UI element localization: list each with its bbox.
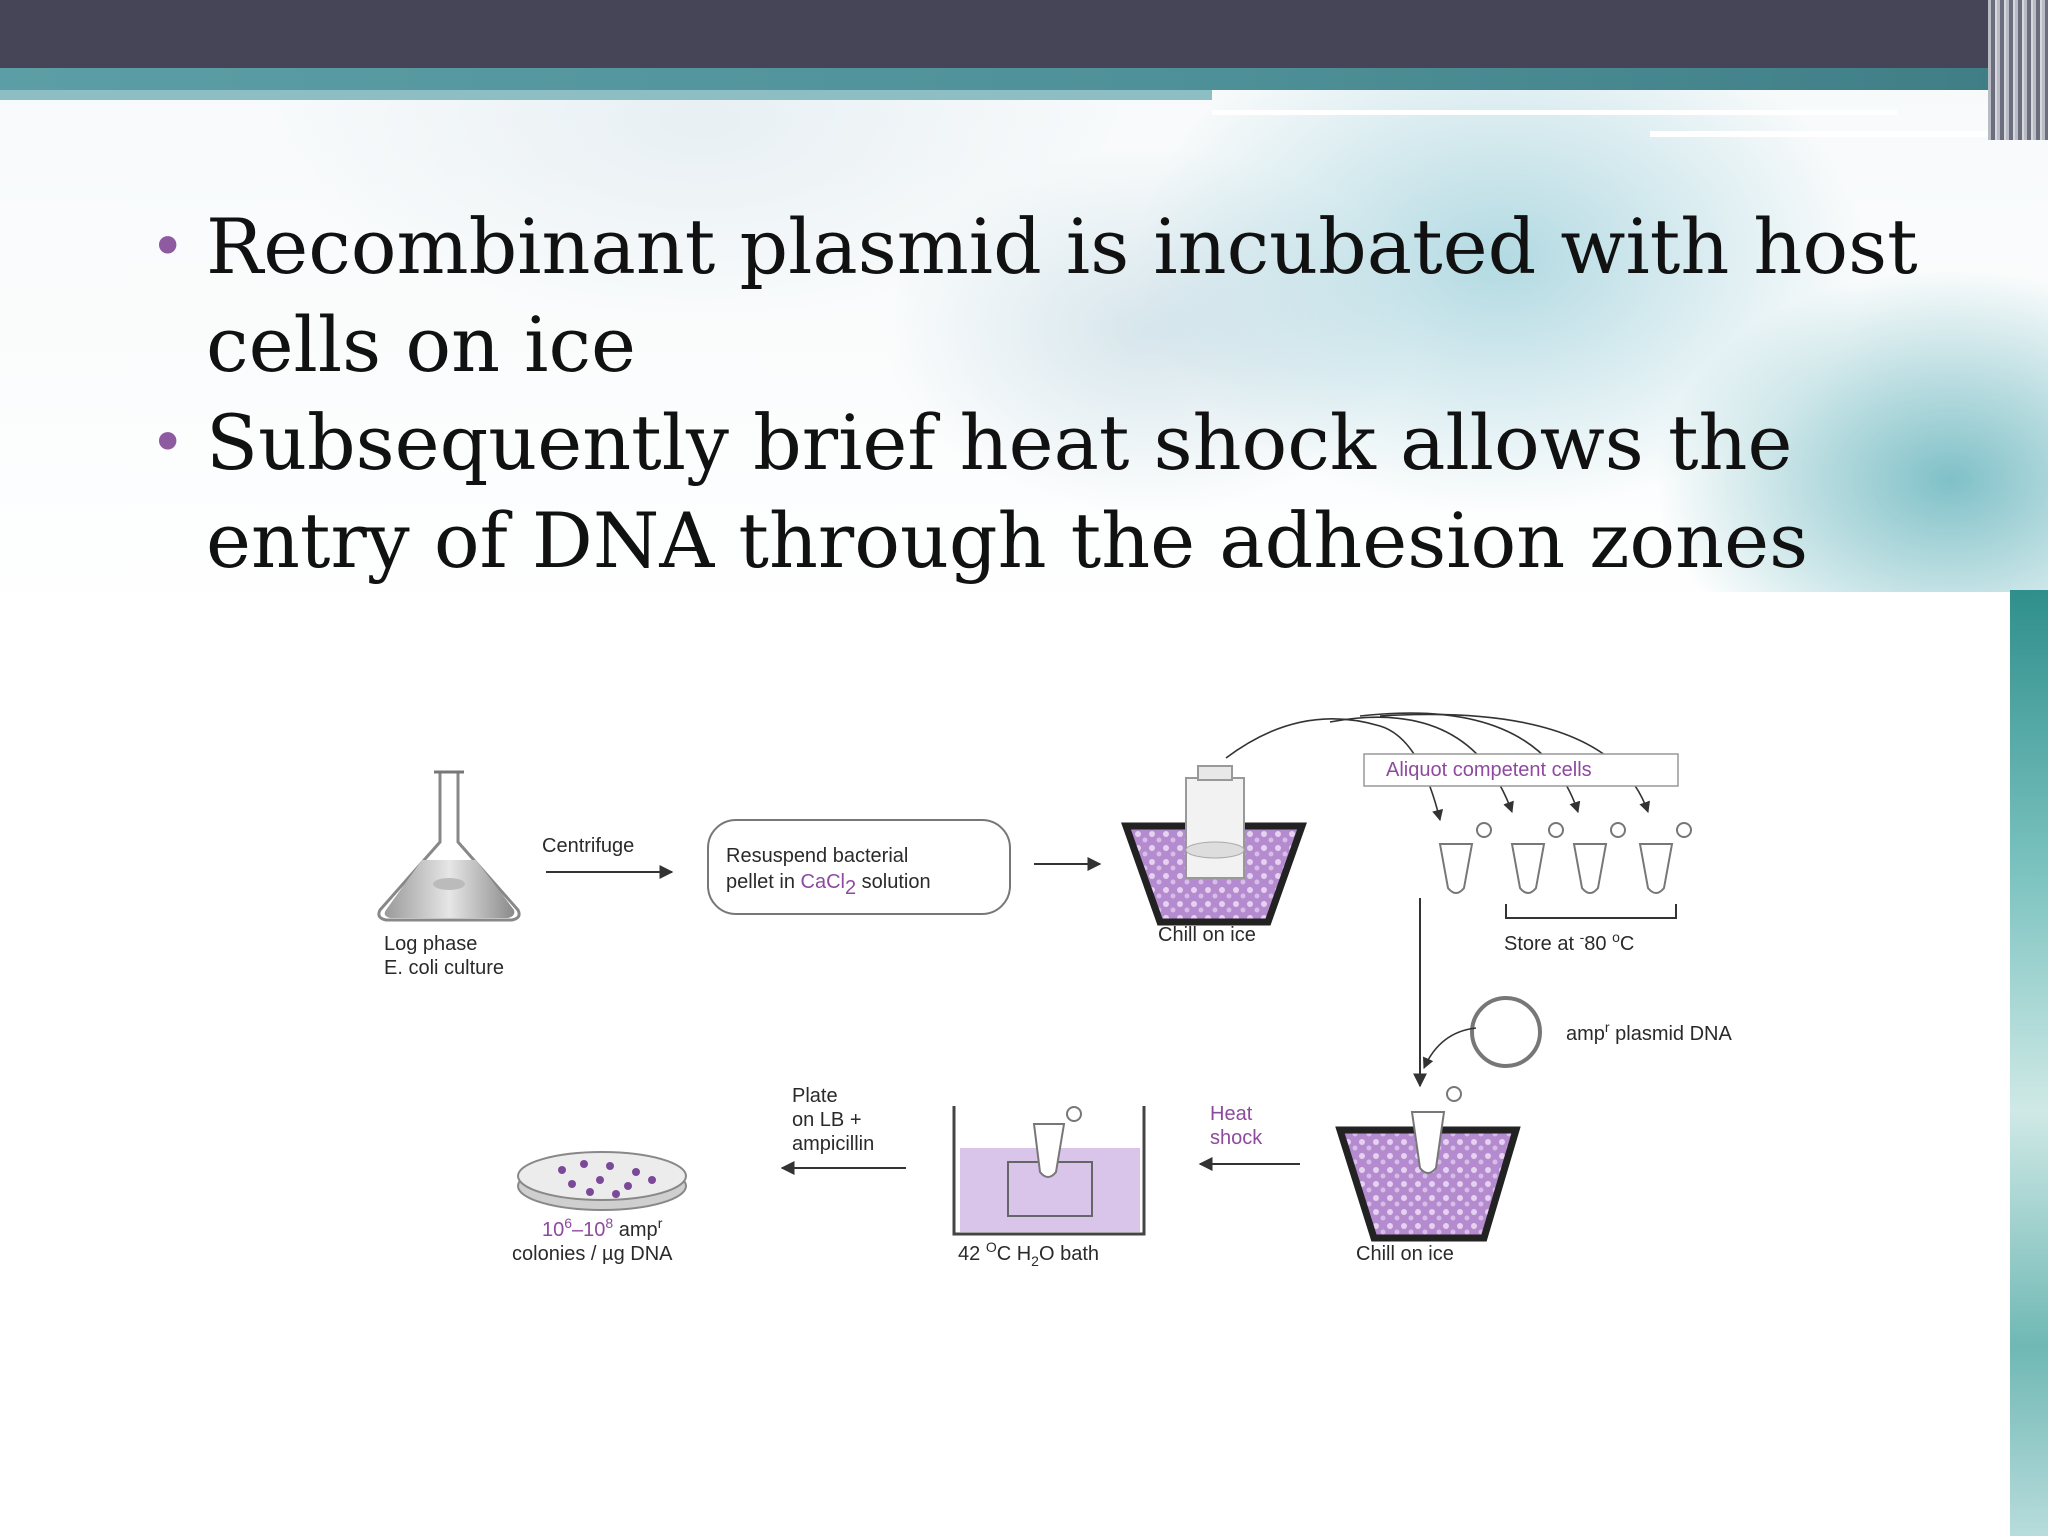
plate-label: on LB + bbox=[792, 1109, 862, 1131]
store-label: Store at -80 oC bbox=[1504, 929, 1634, 955]
colonies-label: colonies / µg DNA bbox=[512, 1243, 673, 1265]
accent-band-light bbox=[0, 90, 1212, 100]
decorative-edge bbox=[1988, 0, 2048, 140]
ice-bucket-icon bbox=[1335, 1086, 1521, 1242]
decorative-line bbox=[1212, 110, 1897, 115]
plasmid-icon bbox=[1470, 996, 1542, 1068]
chill-on-ice-label: Chill on ice bbox=[1356, 1243, 1454, 1265]
log-phase-label: E. coli culture bbox=[384, 957, 504, 979]
decorative-strip bbox=[2010, 590, 2048, 1536]
ice-bucket-icon bbox=[1121, 765, 1307, 926]
transformation-diagram: Log phase E. coli culture Centrifuge Res… bbox=[377, 712, 1732, 1269]
bullet-text: Recombinant plasmid is incubated with ho… bbox=[206, 202, 1918, 389]
title-bar bbox=[0, 0, 2048, 68]
plasmid-label: ampr plasmid DNA bbox=[1566, 1019, 1732, 1045]
tube-icon bbox=[1438, 822, 1692, 894]
heat-shock-label: Heat bbox=[1210, 1103, 1253, 1125]
centrifuge-label: Centrifuge bbox=[542, 835, 634, 857]
chill-on-ice-label: Chill on ice bbox=[1158, 924, 1256, 946]
decorative-line bbox=[1650, 131, 2010, 137]
log-phase-label: Log phase bbox=[384, 933, 477, 955]
bullet-item: • Subsequently brief heat shock allows t… bbox=[150, 394, 1940, 590]
resuspend-label: Resuspend bacterial bbox=[726, 845, 908, 867]
water-bath-label: 42 OC H2O bath bbox=[958, 1239, 1099, 1269]
arrow-icon bbox=[1422, 1027, 1477, 1070]
bullet-text: Subsequently brief heat shock allows the… bbox=[206, 398, 1809, 585]
resuspend-label: pellet in CaCl2 solution bbox=[726, 871, 931, 899]
bracket bbox=[1505, 904, 1677, 919]
flask-icon bbox=[377, 770, 521, 922]
bullet-item: • Recombinant plasmid is incubated with … bbox=[150, 198, 1940, 394]
figure-panel: Log phase E. coli culture Centrifuge Res… bbox=[0, 592, 2010, 1536]
accent-band bbox=[0, 68, 2048, 90]
bullet-dot-icon: • bbox=[150, 212, 186, 282]
water-bath-icon bbox=[952, 1106, 1146, 1236]
resuspend-box bbox=[707, 819, 1011, 915]
plate-label: Plate bbox=[792, 1085, 838, 1107]
aliquot-box bbox=[1363, 753, 1679, 787]
heat-shock-label: shock bbox=[1210, 1127, 1263, 1149]
aliquot-label: Aliquot competent cells bbox=[1386, 759, 1592, 781]
colonies-label: 106–108 ampr bbox=[542, 1215, 663, 1241]
bullet-list: • Recombinant plasmid is incubated with … bbox=[150, 198, 1940, 590]
plate-label: ampicillin bbox=[792, 1133, 874, 1155]
bullet-dot-icon: • bbox=[150, 408, 186, 478]
petri-dish-icon bbox=[517, 1151, 687, 1211]
